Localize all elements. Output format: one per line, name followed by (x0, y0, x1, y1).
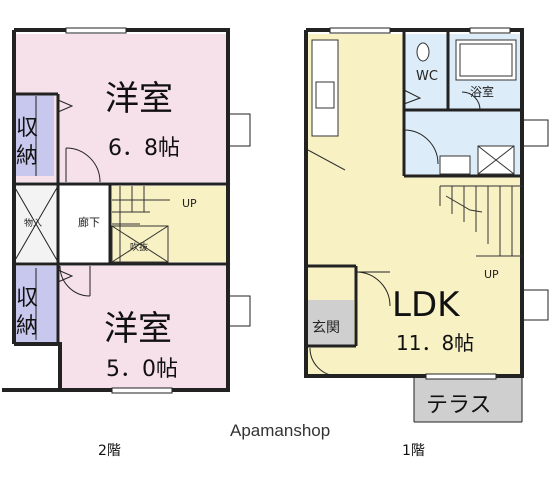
closet-label: 物入 (24, 217, 42, 229)
floor-1: WC 浴室 UP LDK 11．8帖 玄関 テラス 1階 (304, 27, 549, 459)
stairs-up-1f: UP (484, 268, 499, 281)
watermark: Apamanshop (230, 421, 330, 440)
storage-upper-fill (14, 94, 54, 176)
floor-2-label: 2階 (98, 443, 121, 459)
room-lower-size: 5．0帖 (106, 357, 178, 382)
room-western-lower-fill (60, 266, 228, 390)
floor-1-label: 1階 (402, 443, 425, 459)
floor-2: 洋室 6．8帖 洋室 5．0帖 収納 収納 物入 廊下 UP 吹抜 2階 (2, 27, 251, 459)
wc-label: WC (416, 69, 438, 84)
void-label: 吹抜 (130, 241, 148, 253)
stairs-up-2f: UP (182, 197, 197, 210)
ldk-size: 11．8帖 (396, 331, 474, 355)
terrace-label: テラス (426, 393, 492, 418)
room-upper-size: 6．8帖 (108, 136, 180, 161)
ldk-name: LDK (392, 285, 461, 325)
terrace-fill (414, 376, 522, 422)
hallway-label: 廊下 (78, 215, 100, 229)
storage-upper-label: 収納 (16, 116, 38, 169)
entrance-label: 玄関 (312, 319, 340, 336)
room-upper-name: 洋室 (105, 79, 173, 119)
entrance-fill (308, 300, 354, 346)
storage-lower-label: 収納 (16, 286, 38, 339)
bath-label: 浴室 (470, 84, 494, 99)
room-lower-name: 洋室 (104, 309, 172, 349)
